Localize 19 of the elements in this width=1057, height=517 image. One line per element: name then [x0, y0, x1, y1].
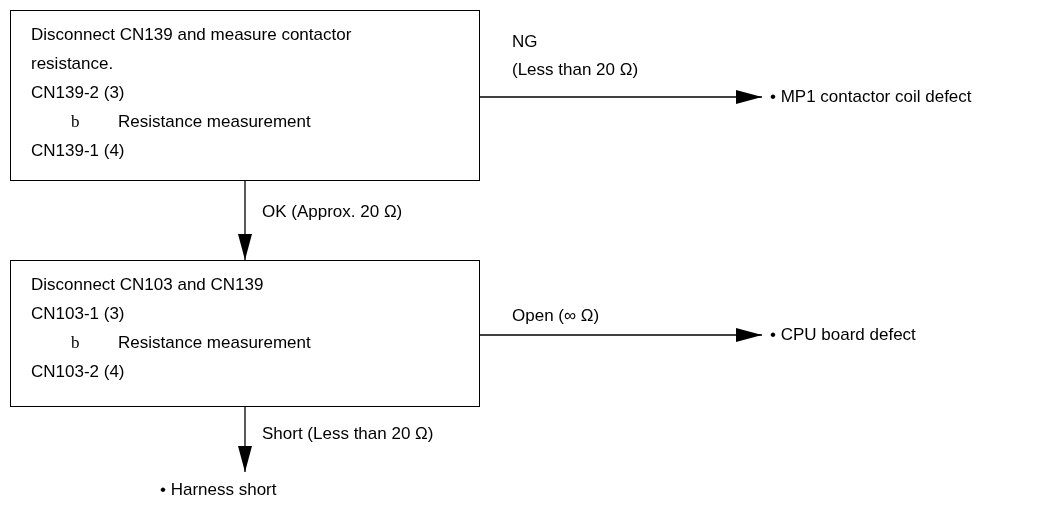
arrow: [238, 180, 252, 261]
box-text: Disconnect CN103 and CN139: [31, 274, 265, 296]
result-text: • Harness short: [160, 477, 277, 503]
process-box: [10, 260, 480, 407]
box-text: CN139-2 (3): [31, 82, 125, 104]
box-text: CN103-1 (3): [31, 303, 125, 325]
box-text: Resistance measurement: [118, 111, 311, 133]
result-text: • MP1 contactor coil defect: [770, 84, 972, 110]
process-box: [10, 10, 480, 181]
arrow: [238, 406, 252, 473]
box-text: CN139-1 (4): [31, 140, 125, 162]
box-text: Disconnect CN139 and measure contactor resistance.: [31, 24, 353, 75]
arrow: [479, 90, 763, 104]
arrow: [479, 328, 763, 342]
result-text: • CPU board defect: [770, 322, 916, 348]
symbol: b: [71, 332, 81, 354]
box-text: Resistance measurement: [118, 332, 311, 354]
symbol: b: [71, 111, 81, 133]
box-text: CN103-2 (4): [31, 361, 125, 383]
